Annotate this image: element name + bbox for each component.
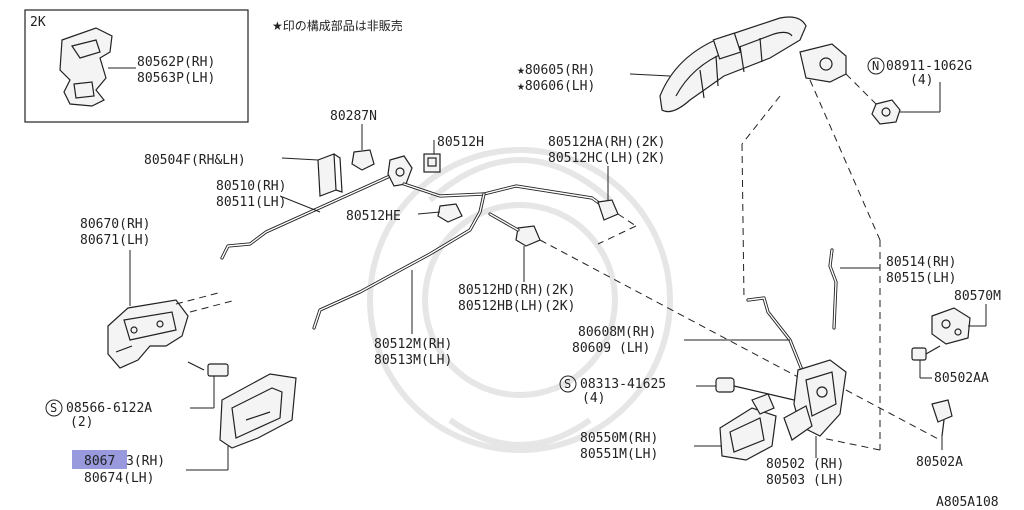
label-80512ha: 80512HA(RH)(2K) — [548, 135, 665, 150]
striker-part — [931, 307, 971, 345]
outside-handle-part — [659, 16, 847, 113]
label-80515: 80515(LH) — [886, 271, 956, 286]
label-80502: 80502 (RH) — [766, 457, 844, 472]
door-latch-part — [783, 359, 847, 441]
clip-80512h-part — [423, 153, 441, 173]
screw-08566-part — [187, 361, 229, 377]
connector-80512ha-part — [597, 199, 619, 221]
inset-box: 2K 80562P(RH) 80563P(LH) — [24, 9, 249, 123]
label-80605: ★80605(RH) — [517, 63, 595, 78]
label-80512he: 80512HE — [346, 209, 401, 224]
label-80609: 80609 (LH) — [572, 341, 650, 356]
nut-part — [871, 99, 901, 125]
label-08313: 08313-41625 — [580, 377, 666, 392]
inside-handle-part — [107, 299, 189, 369]
svg-text:S: S — [564, 377, 571, 391]
watermark-emblem — [367, 147, 673, 453]
label-80570m: 80570M — [954, 289, 1001, 304]
cushion-80504f-part — [317, 153, 343, 197]
label-80674: 80674(LH) — [84, 471, 154, 486]
svg-text:S: S — [50, 401, 57, 415]
s-marker-icon-2: S — [559, 375, 577, 393]
highlight-box — [72, 450, 127, 469]
label-80563p: 80563P(LH) — [137, 71, 215, 86]
label-80671: 80671(LH) — [80, 233, 150, 248]
label-80502aa: 80502AA — [934, 371, 989, 386]
label-08566: 08566-6122A — [66, 401, 152, 416]
n-marker-icon: N — [867, 57, 885, 75]
label-80606: ★80606(LH) — [517, 79, 595, 94]
label-08911: 08911-1062G — [886, 59, 972, 74]
inset-tag: 2K — [30, 15, 46, 30]
label-08911-qty: (4) — [910, 73, 933, 88]
connector-80512he-part — [437, 203, 463, 223]
label-80608m: 80608M(RH) — [578, 325, 656, 340]
non-sale-note: ★印の構成部品は非販売 — [272, 18, 403, 33]
label-80551m: 80551M(LH) — [580, 447, 658, 462]
lock-cover-part — [59, 27, 113, 107]
label-80673-highlight: 8067 — [84, 454, 115, 469]
footer-code: A805A108 — [936, 495, 999, 510]
label-80514: 80514(RH) — [886, 255, 956, 270]
connector-80512hd-part — [515, 225, 541, 247]
label-80670: 80670(RH) — [80, 217, 150, 232]
rod-joint-part — [387, 155, 413, 187]
label-08313-qty: (4) — [582, 391, 605, 406]
label-80510: 80510(RH) — [216, 179, 286, 194]
s-marker-icon: S — [45, 399, 63, 417]
label-80503: 80503 (LH) — [766, 473, 844, 488]
screw-80502aa-part — [911, 345, 941, 361]
label-80512hc: 80512HC(LH)(2K) — [548, 151, 665, 166]
escutcheon-part — [219, 373, 297, 449]
label-80512hb: 80512HB(LH)(2K) — [458, 299, 575, 314]
label-80513m: 80513M(LH) — [374, 353, 452, 368]
label-80562p: 80562P(RH) — [137, 55, 215, 70]
label-80511: 80511(LH) — [216, 195, 286, 210]
label-80550m: 80550M(RH) — [580, 431, 658, 446]
label-80287n: 80287N — [330, 109, 377, 124]
label-80502a: 80502A — [916, 455, 963, 470]
label-80512h: 80512H — [437, 135, 484, 150]
label-80504f: 80504F(RH&LH) — [144, 153, 246, 168]
label-08566-qty: (2) — [70, 415, 93, 430]
svg-text:N: N — [872, 59, 879, 73]
label-80512hd: 80512HD(RH)(2K) — [458, 283, 575, 298]
label-80512m: 80512M(RH) — [374, 337, 452, 352]
actuator-part — [719, 393, 777, 461]
screw-08313-part — [715, 377, 795, 401]
clip-80287n-part — [351, 149, 375, 171]
screw-80502a-part — [931, 399, 953, 437]
label-80673-rest: 3(RH) — [126, 454, 165, 469]
